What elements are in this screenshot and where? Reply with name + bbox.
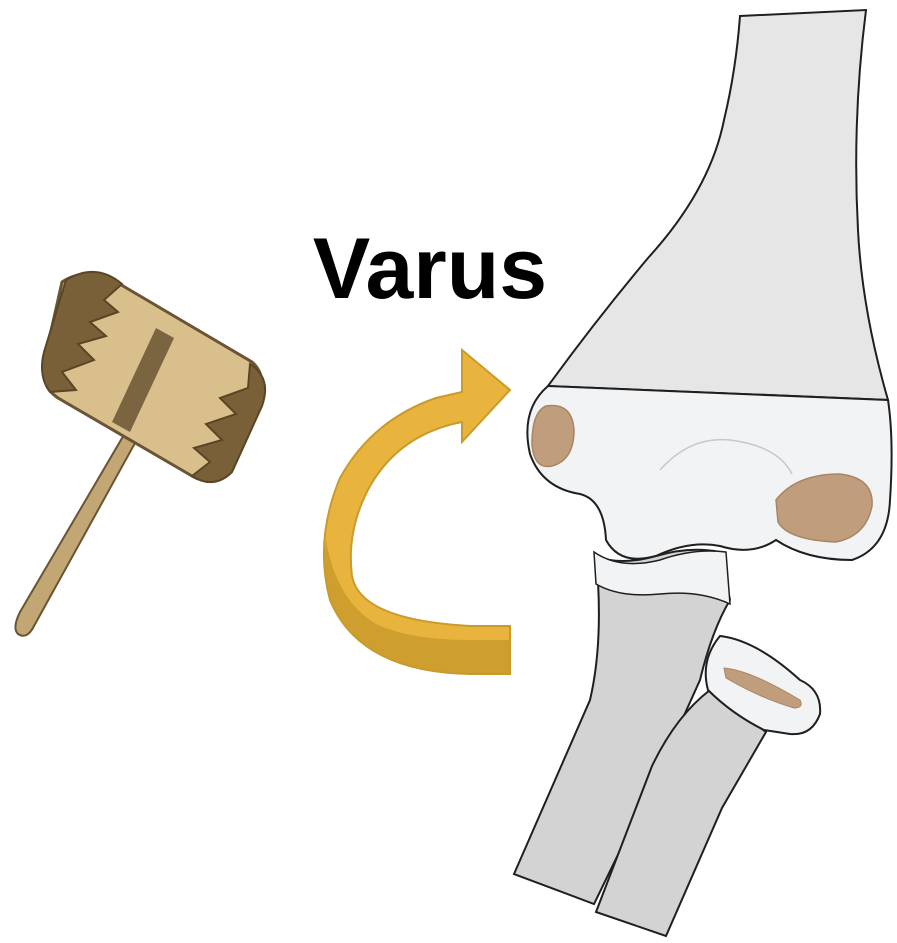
humerus [548, 10, 888, 400]
curved-arrow-icon [324, 350, 510, 674]
elbow-bones-illustration [514, 10, 892, 936]
varus-label: Varus [300, 226, 560, 312]
arrow-shade [325, 540, 510, 674]
mallet-icon [15, 272, 265, 636]
mallet-handle [15, 428, 140, 636]
